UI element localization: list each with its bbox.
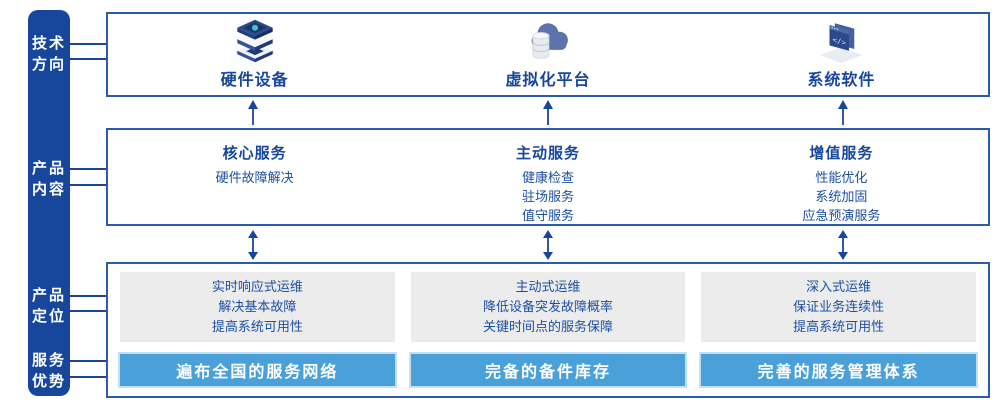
service-item: 健康检查: [521, 170, 574, 185]
sidebar-label-service-advantage: 服务 优势: [31, 352, 66, 390]
service-item: 值守服务: [521, 208, 574, 223]
positioning-col-3: 深入式运维 保证业务连续性 提高系统可用性 完善的服务管理体系: [699, 272, 979, 388]
connector-line: [69, 43, 107, 45]
double-arrow-icon: [837, 229, 848, 260]
service-title: 主动服务: [515, 145, 580, 162]
connector-line: [69, 184, 107, 186]
service-item: 应急预演服务: [802, 208, 881, 223]
positioning-col-1: 实时响应式运维 解决基本故障 提高系统可用性 遍布全国的服务网络: [118, 272, 397, 388]
sidebar-label-product-content: 产品 内容: [31, 160, 66, 198]
tech-item-system-software: </> 系统软件: [695, 14, 988, 95]
connector-line: [69, 58, 107, 60]
service-col-core: 核心服务 硬件故障解决: [108, 130, 401, 224]
arrow-row-bottom: [106, 229, 990, 260]
advantage-bar: 完备的备件库存: [408, 352, 688, 388]
connector-line: [69, 360, 107, 362]
advantage-bar: 遍布全国的服务网络: [118, 352, 397, 388]
service-title: 核心服务: [222, 145, 287, 162]
connector-line: [69, 168, 107, 170]
tech-item-virtualization: 虚拟化平台: [401, 14, 694, 95]
server-stack-icon: [227, 17, 283, 65]
service-item: 系统加固: [815, 189, 868, 204]
positioning-panel: 深入式运维 保证业务连续性 提高系统可用性: [701, 272, 977, 342]
sidebar: 技术 方向 产品 内容 产品 定位 服务 优势: [28, 10, 70, 396]
connector-line: [69, 376, 107, 378]
service-title: 增值服务: [809, 145, 874, 162]
sidebar-label-tech-direction: 技术 方向: [31, 35, 66, 73]
tech-label: 硬件设备: [220, 72, 289, 89]
tech-direction-box: 硬件设备 虚拟化平台: [106, 12, 990, 97]
sidebar-label-product-positioning: 产品 定位: [31, 287, 66, 325]
service-col-value-added: 增值服务 性能优化 系统加固 应急预演服务: [695, 130, 988, 224]
double-arrow-icon: [248, 229, 259, 260]
up-arrow-icon: [837, 100, 848, 125]
advantage-bar: 完善的服务管理体系: [699, 352, 979, 388]
connector-line: [69, 295, 107, 297]
tech-label: 虚拟化平台: [505, 72, 591, 89]
tech-item-hardware: 硬件设备: [108, 14, 401, 95]
up-arrow-icon: [543, 100, 553, 125]
service-item: 硬件故障解决: [215, 170, 294, 185]
service-item: 驻场服务: [521, 189, 574, 204]
up-arrow-icon: [248, 100, 259, 125]
service-item: 性能优化: [815, 170, 868, 185]
arrow-row-top: [106, 99, 990, 126]
tech-label: 系统软件: [807, 72, 876, 89]
positioning-box: 实时响应式运维 解决基本故障 提高系统可用性 遍布全国的服务网络 主动式运维 降…: [106, 262, 990, 398]
double-arrow-icon: [543, 229, 553, 260]
positioning-panel: 实时响应式运维 解决基本故障 提高系统可用性: [120, 272, 395, 342]
cloud-database-icon: [520, 17, 576, 65]
positioning-col-2: 主动式运维 降低设备突发故障概率 关键时间点的服务保障 完备的备件库存: [408, 272, 688, 388]
positioning-panel: 主动式运维 降低设备突发故障概率 关键时间点的服务保障: [410, 272, 686, 342]
svg-text:</>: </>: [833, 35, 847, 48]
connector-line: [69, 310, 107, 312]
product-content-box: 核心服务 硬件故障解决 主动服务 健康检查 驻场服务 值守服务 增值服务 性能优…: [106, 128, 990, 226]
code-window-icon: </>: [813, 17, 869, 65]
service-col-proactive: 主动服务 健康检查 驻场服务 值守服务: [401, 130, 694, 224]
